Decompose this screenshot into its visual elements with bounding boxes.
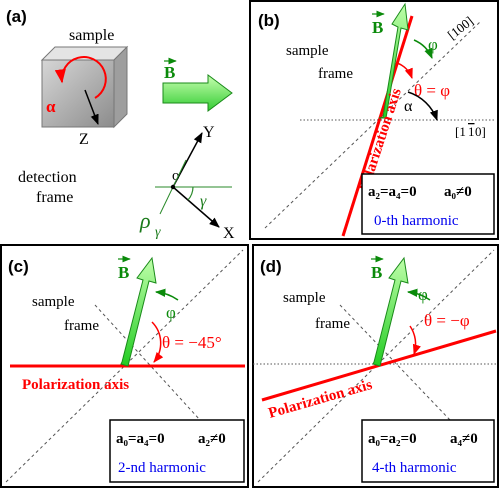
phi-label-c: φ — [166, 303, 176, 322]
condition-left-b: a₂=a₄=0 — [368, 184, 417, 200]
alpha-arc — [407, 91, 438, 121]
rho-subscript: γ — [155, 225, 161, 240]
axis-110-label: [1 1 0] — [455, 124, 486, 139]
b-field-big-arrow — [162, 74, 233, 112]
diag-line-d2 — [339, 304, 451, 421]
condition-left-d: a₀=a₂=0 — [368, 431, 417, 447]
detection-line1: detection — [18, 169, 77, 186]
x-axis-arrow — [172, 186, 220, 228]
phi-arc-c — [154, 288, 179, 301]
b-label-c: B — [118, 263, 129, 282]
theta-arc-c — [151, 321, 164, 363]
b-label-a: B — [164, 63, 175, 82]
phi-label-d: φ — [418, 285, 428, 304]
b-arrow — [378, 2, 409, 119]
svg-text:0]: 0] — [475, 124, 486, 139]
diag-line-d1 — [257, 249, 495, 483]
panel-b: (b) [100] [1 1 0] B φ θ = φ α sample fra… — [249, 0, 499, 240]
axis-100-label: [100] — [445, 13, 476, 42]
panel-a-label: (a) — [6, 7, 27, 26]
theta-label-b: θ = φ — [414, 81, 450, 100]
sample-frame-line2-c: frame — [64, 318, 99, 334]
condition-right-c: a₂≠0 — [198, 431, 226, 447]
y-label: Y — [203, 124, 215, 141]
panel-d: (d) B φ θ = −φ sample frame Polarization… — [252, 244, 499, 488]
polarization-axis-line — [341, 15, 414, 237]
theta-label-c: θ = −45° — [162, 333, 222, 352]
panel-d-label: (d) — [260, 257, 282, 276]
phi-arc — [413, 39, 433, 59]
sample-frame-line2-b: frame — [318, 66, 353, 82]
harmonic-label-d: 4-th harmonic — [372, 460, 457, 476]
panel-c-border — [0, 244, 249, 488]
detection-line2: frame — [36, 189, 73, 206]
b-label-b: B — [372, 18, 383, 37]
harmonic-label-b: 0-th harmonic — [374, 213, 459, 229]
axis-100-line — [264, 21, 481, 229]
harmonic-label-c: 2-nd harmonic — [118, 460, 206, 476]
gamma-arc — [187, 186, 194, 201]
sample-cube — [40, 45, 129, 129]
panel-b-label: (b) — [258, 11, 280, 30]
svg-text:1: 1 — [468, 124, 475, 139]
alpha-label: α — [46, 97, 56, 116]
origin-label: o — [172, 168, 180, 184]
b-label-d: B — [371, 263, 382, 282]
sample-frame-line2-d: frame — [315, 316, 350, 332]
sample-title: sample — [69, 27, 114, 44]
polarization-axis-label-c: Polarization axis — [22, 377, 129, 393]
condition-box-c — [109, 419, 245, 483]
diag-line-c2 — [94, 304, 201, 421]
sample-frame-line1-c: sample — [32, 294, 75, 310]
panel-c: (c) B φ θ = −45° sample frame Polarizati… — [0, 244, 249, 488]
diag-line-c1 — [5, 249, 244, 483]
condition-right-b: a₀≠0 — [444, 184, 472, 200]
condition-box-d — [361, 419, 495, 483]
condition-left-c: a₀=a₄=0 — [116, 431, 165, 447]
sample-frame-line1-b: sample — [286, 43, 329, 59]
panel-d-border — [252, 244, 499, 488]
svg-text:[1: [1 — [455, 124, 466, 139]
origin-dot — [170, 184, 176, 190]
sample-frame-line1-d: sample — [283, 290, 326, 306]
condition-right-d: a₄≠0 — [450, 431, 478, 447]
z-axis-arrow — [84, 89, 99, 125]
alpha-label-b: α — [404, 98, 413, 115]
phi-label-b: φ — [428, 35, 438, 54]
rho-symbol: ρ — [139, 208, 151, 233]
panel-a: (a) sample α Z B detection frame o Y X γ… — [6, 7, 235, 242]
theta-label-d: θ = −φ — [424, 311, 470, 330]
panel-b-border — [249, 0, 499, 240]
theta-arc — [396, 62, 413, 79]
z-label: Z — [79, 131, 89, 148]
x-label: X — [223, 225, 235, 242]
panel-c-label: (c) — [8, 257, 29, 276]
gamma-label: γ — [200, 193, 207, 210]
theta-arc-d — [409, 325, 421, 355]
phi-arc-d — [406, 288, 431, 301]
b-arrow-c — [120, 256, 157, 367]
b-arrow-d — [372, 256, 409, 367]
condition-box-b — [361, 173, 495, 235]
rotation-arrow — [54, 56, 107, 99]
